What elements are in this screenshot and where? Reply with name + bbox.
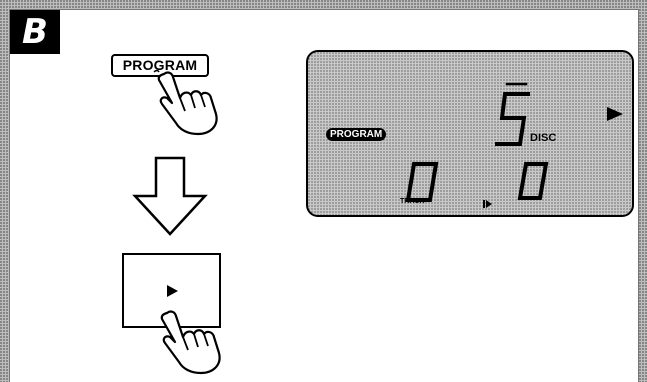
down-arrow-icon [132, 156, 208, 236]
play-icon [165, 284, 179, 298]
track-digit-right [520, 164, 546, 198]
pointing-hand-icon [150, 68, 222, 136]
next-track-icon [483, 200, 492, 208]
step-badge: B [10, 10, 60, 54]
lcd-display: PROGRAM DISC TRACK [306, 50, 634, 217]
play-indicator-icon [607, 107, 623, 121]
lcd-segments [308, 52, 634, 217]
disc-number-digit [497, 84, 528, 144]
pointing-hand-icon [153, 307, 225, 375]
instruction-panel: B PROGRAM PROGRAM DISC TRACK [9, 9, 639, 382]
track-digit-left [408, 164, 436, 200]
